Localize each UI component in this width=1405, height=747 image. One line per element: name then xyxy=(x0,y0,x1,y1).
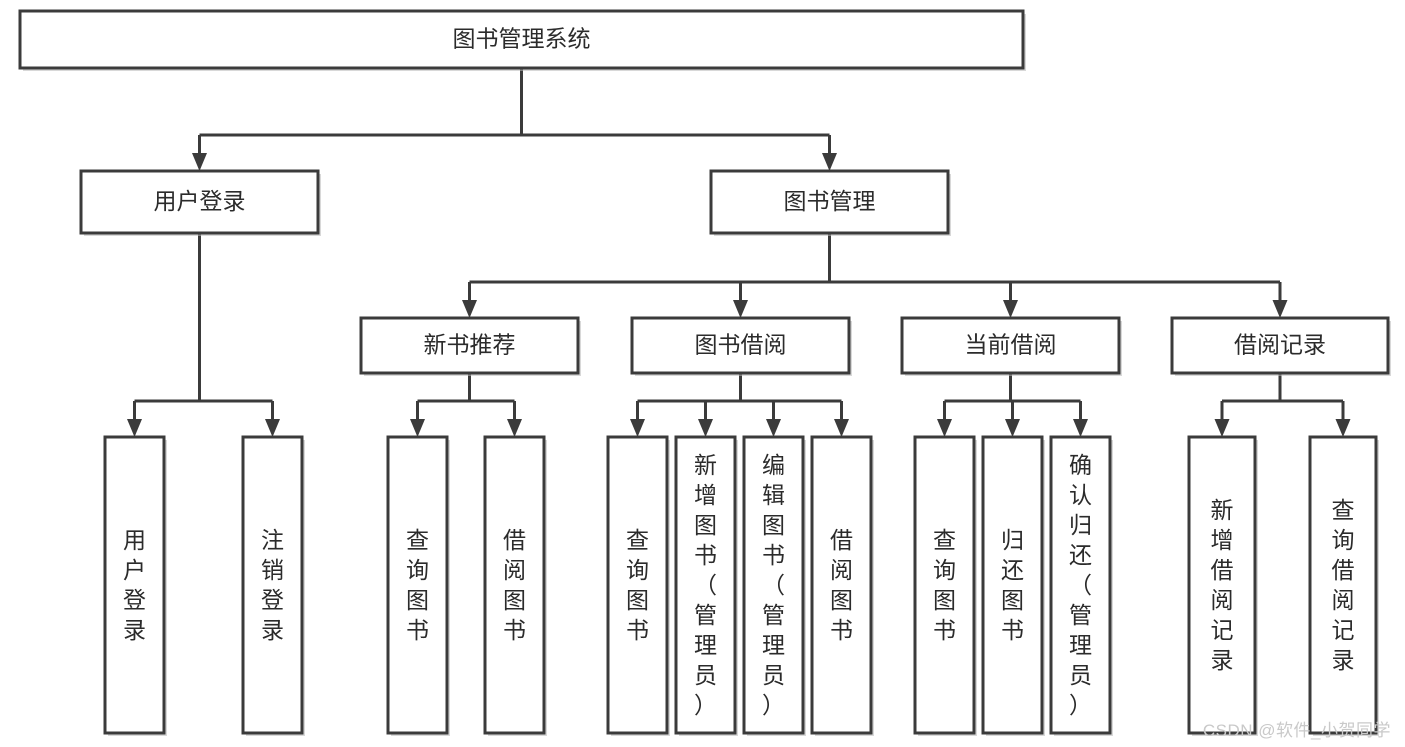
node-rect[interactable] xyxy=(1308,435,1378,735)
node-leaf-borrow-book-a[interactable]: 借阅图书 xyxy=(483,435,547,736)
arrow-head-icon xyxy=(127,419,142,437)
arrow-head-icon xyxy=(834,419,849,437)
node-leaf-query-record[interactable]: 查询借阅记录 xyxy=(1308,435,1379,736)
arrow-head-icon xyxy=(822,153,837,171)
node-leaf-query-book-c[interactable]: 查询图书 xyxy=(913,435,977,736)
node-leaf-return-book[interactable]: 归还图书 xyxy=(981,435,1045,736)
node-rect[interactable] xyxy=(674,435,737,735)
arrow-head-icon xyxy=(1335,419,1351,437)
arrow-head-icon xyxy=(630,419,645,437)
node-leaf-user-login[interactable]: 用户登录 xyxy=(103,435,167,736)
node-label: 确认归还（管理员） xyxy=(1069,452,1092,718)
arrow-head-icon xyxy=(192,153,207,171)
watermark-text: CSDN @软件_小贺同学 xyxy=(1202,721,1391,740)
node-rect[interactable] xyxy=(1049,435,1112,735)
arrow-head-icon xyxy=(766,419,781,437)
node-label: 新增借阅记录 xyxy=(1211,497,1234,673)
node-label: 图书借阅 xyxy=(695,332,787,358)
node-label: 借阅图书 xyxy=(830,527,853,643)
node-leaf-query-book-b[interactable]: 查询图书 xyxy=(606,435,670,736)
node-leaf-edit-book[interactable]: 编辑图书（管理员） xyxy=(742,435,806,736)
node-rect[interactable] xyxy=(742,435,805,735)
node-rect[interactable] xyxy=(241,435,304,735)
node-rect[interactable] xyxy=(1170,316,1390,375)
connector-layer xyxy=(127,68,1351,437)
node-new-book-rec[interactable]: 新书推荐 xyxy=(359,316,581,376)
node-rect[interactable] xyxy=(810,435,873,735)
arrow-head-icon xyxy=(733,300,748,318)
node-rect[interactable] xyxy=(359,316,580,375)
node-leaf-add-book[interactable]: 新增图书（管理员） xyxy=(674,435,738,736)
node-current-borrow[interactable]: 当前借阅 xyxy=(900,316,1122,376)
node-label: 注销登录 xyxy=(261,527,284,643)
node-rect[interactable] xyxy=(103,435,166,735)
node-rect[interactable] xyxy=(606,435,669,735)
node-rect[interactable] xyxy=(386,435,449,735)
node-user-login[interactable]: 用户登录 xyxy=(79,169,321,236)
node-label: 借阅图书 xyxy=(503,527,526,643)
arrow-head-icon xyxy=(698,419,713,437)
node-rect[interactable] xyxy=(709,169,950,235)
node-rect[interactable] xyxy=(483,435,546,735)
node-layer: 图书管理系统用户登录图书管理新书推荐图书借阅当前借阅借阅记录用户登录注销登录查询… xyxy=(18,9,1391,736)
arrow-head-icon xyxy=(937,419,952,437)
node-rect[interactable] xyxy=(1187,435,1257,735)
node-leaf-add-record[interactable]: 新增借阅记录 xyxy=(1187,435,1258,736)
node-rect[interactable] xyxy=(900,316,1121,375)
node-label: 查询图书 xyxy=(933,527,956,643)
node-label: 查询图书 xyxy=(626,527,649,643)
node-leaf-logout[interactable]: 注销登录 xyxy=(241,435,305,736)
node-rect[interactable] xyxy=(79,169,320,235)
arrow-head-icon xyxy=(1214,419,1230,437)
node-book-mgmt[interactable]: 图书管理 xyxy=(709,169,951,236)
node-borrow-record[interactable]: 借阅记录 xyxy=(1170,316,1391,376)
node-label: 查询借阅记录 xyxy=(1332,497,1355,673)
node-label: 新书推荐 xyxy=(424,332,516,358)
node-label: 借阅记录 xyxy=(1234,332,1326,358)
node-label: 图书管理 xyxy=(784,188,876,214)
node-label: 编辑图书（管理员） xyxy=(762,452,785,718)
node-root[interactable]: 图书管理系统 xyxy=(18,9,1026,71)
node-leaf-query-book-a[interactable]: 查询图书 xyxy=(386,435,450,736)
node-leaf-borrow-book-b[interactable]: 借阅图书 xyxy=(810,435,874,736)
node-rect[interactable] xyxy=(18,9,1025,70)
node-label: 用户登录 xyxy=(123,527,146,643)
node-rect[interactable] xyxy=(981,435,1044,735)
arrow-head-icon xyxy=(1003,300,1018,318)
arrow-head-icon xyxy=(1073,419,1088,437)
node-label: 图书管理系统 xyxy=(453,26,591,52)
arrow-head-icon xyxy=(410,419,425,437)
node-label: 归还图书 xyxy=(1001,527,1024,643)
node-label: 新增图书（管理员） xyxy=(694,452,717,718)
node-rect[interactable] xyxy=(630,316,851,375)
arrow-head-icon xyxy=(1005,419,1020,437)
arrow-head-icon xyxy=(507,419,522,437)
node-label: 当前借阅 xyxy=(965,332,1057,358)
node-label: 查询图书 xyxy=(406,527,429,643)
arrow-head-icon xyxy=(265,419,280,437)
arrow-head-icon xyxy=(1272,300,1288,318)
arrow-head-icon xyxy=(462,300,477,318)
node-rect[interactable] xyxy=(913,435,976,735)
node-leaf-confirm-return[interactable]: 确认归还（管理员） xyxy=(1049,435,1113,736)
node-book-borrow[interactable]: 图书借阅 xyxy=(630,316,852,376)
node-label: 用户登录 xyxy=(154,188,246,214)
